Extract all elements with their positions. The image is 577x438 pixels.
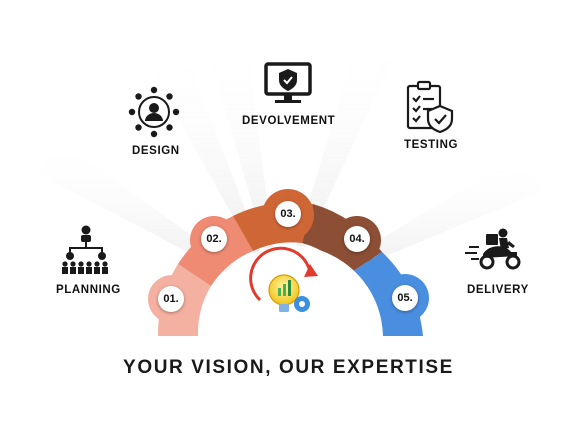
delivery-scooter-icon: [465, 228, 521, 270]
progress-ring: [148, 189, 429, 338]
step-label-devolvement: DEVOLVEMENT: [242, 115, 336, 127]
idea-bulb-gear-icon: [249, 246, 318, 312]
monitor-shield-icon: [264, 62, 312, 103]
step-number-02: 02.: [201, 226, 227, 252]
clipboard-shield-icon: [406, 80, 454, 134]
step-number-05: 05.: [392, 285, 418, 311]
step-label-testing: TESTING: [404, 139, 459, 151]
step-label-planning: PLANNING: [56, 284, 121, 296]
step-number-04: 04.: [344, 226, 370, 252]
step-label-delivery: DELIVERY: [467, 284, 529, 296]
hierarchy-people-icon: [62, 225, 108, 274]
tagline: YOUR VISION, OUR EXPERTISE: [123, 357, 454, 378]
step-number-01: 01.: [158, 286, 184, 312]
step-label-design: DESIGN: [132, 145, 180, 157]
network-user-icon: [128, 86, 180, 138]
step-number-03: 03.: [275, 201, 301, 227]
